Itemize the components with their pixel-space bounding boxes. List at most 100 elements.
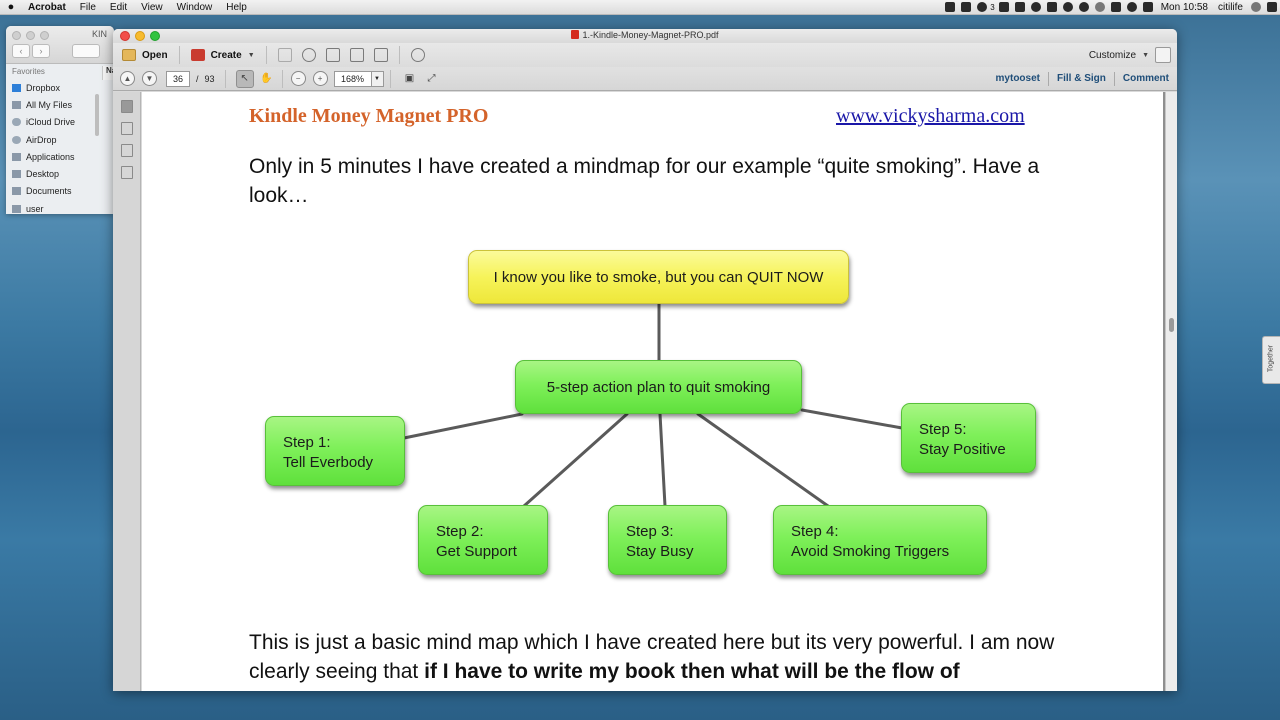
save-icon[interactable]	[277, 48, 292, 62]
tray-app-icon-5[interactable]	[1046, 2, 1057, 12]
document-header-title: Kindle Money Magnet PRO	[249, 105, 489, 127]
previous-page-button[interactable]: ▲	[120, 71, 135, 86]
menu-view[interactable]: View	[141, 1, 163, 13]
sidebar-item-icloud-drive[interactable]: iCloud Drive	[12, 114, 114, 131]
mindmap-center-node: 5-step action plan to quit smoking	[515, 360, 802, 414]
tray-app-icon-2[interactable]	[998, 2, 1009, 12]
vertical-scrollbar[interactable]	[1165, 92, 1177, 691]
cloud-upload-icon[interactable]	[301, 48, 316, 62]
sidebar-item-label: Dropbox	[26, 82, 61, 93]
connector-center-step4	[696, 412, 830, 508]
wifi-icon[interactable]	[1126, 2, 1137, 12]
tray-app-icon-6[interactable]	[1062, 2, 1073, 12]
tray-app-icon[interactable]	[945, 2, 956, 12]
bookmarks-icon[interactable]	[121, 122, 133, 135]
open-button[interactable]: Open	[117, 45, 173, 65]
email-icon[interactable]	[373, 48, 388, 62]
print-icon[interactable]	[325, 48, 340, 62]
zoom-out-button[interactable]: −	[290, 71, 306, 86]
sidebar-item-airdrop[interactable]: AirDrop	[12, 131, 114, 148]
apple-menu-icon[interactable]: ●	[7, 1, 15, 13]
menu-file[interactable]: File	[79, 1, 96, 13]
edit-icon[interactable]	[349, 48, 364, 62]
mindmap-step3-node: Step 3: Stay Busy	[608, 505, 727, 575]
finder-column-name[interactable]: Nar	[102, 66, 114, 80]
sync-icon[interactable]	[977, 2, 988, 12]
home-icon	[12, 204, 21, 213]
hand-tool-button[interactable]: ✋	[260, 73, 273, 84]
page-number-input[interactable]: 36	[166, 70, 190, 87]
page-thumbnails-icon[interactable]	[121, 100, 133, 113]
bluetooth-icon[interactable]	[1094, 2, 1105, 12]
fit-page-button[interactable]: ▣	[404, 73, 415, 84]
navigation-pane	[113, 92, 141, 691]
battery-icon[interactable]	[1142, 2, 1153, 12]
next-page-button[interactable]: ▼	[142, 71, 157, 86]
finder-window[interactable]: KIN ‹ › Nar Favorites Dropbox All My Fil…	[6, 26, 114, 214]
sidebar-item-dropbox[interactable]: Dropbox	[12, 79, 114, 96]
user-name[interactable]: citilife	[1217, 1, 1243, 13]
main-toolbar: Open Create▼ Customize▼	[113, 43, 1177, 67]
customize-button[interactable]: Customize▼	[1089, 50, 1149, 61]
zoom-dropdown[interactable]: ▼	[371, 70, 384, 87]
full-screen-button[interactable]: ⤢	[427, 73, 436, 84]
connector-center-step5	[800, 408, 904, 430]
time-machine-icon[interactable]	[1078, 2, 1089, 12]
finder-minimize-button[interactable]	[26, 31, 35, 40]
scrollbar-thumb[interactable]	[1169, 318, 1174, 332]
gear-icon[interactable]	[410, 48, 425, 62]
tray-app-icon-3[interactable]	[1014, 2, 1025, 12]
zoom-input[interactable]: 168%	[333, 70, 372, 87]
center-node-text: 5-step action plan to quit smoking	[546, 379, 771, 396]
zoom-in-button[interactable]: +	[312, 71, 328, 86]
finder-forward-button[interactable]: ›	[32, 44, 50, 58]
finder-scrollbar[interactable]	[95, 94, 99, 136]
chevron-down-icon: ▼	[247, 51, 255, 59]
signatures-icon[interactable]	[121, 166, 133, 179]
clock[interactable]: Mon 10:58	[1160, 1, 1208, 13]
right-panel-links: mytooset Fill & Sign Comment	[988, 71, 1177, 86]
sidebar-item-desktop[interactable]: Desktop	[12, 165, 114, 182]
sidebar-item-user[interactable]: user	[12, 200, 114, 214]
create-button[interactable]: Create▼	[186, 45, 260, 65]
document-viewer[interactable]: Kindle Money Magnet PRO www.vickysharma.…	[142, 92, 1165, 691]
finder-back-button[interactable]: ‹	[12, 44, 30, 58]
sidebar-item-label: iCloud Drive	[26, 117, 76, 128]
toolbar-separator	[265, 46, 267, 64]
fill-sign-link[interactable]: Fill & Sign	[1056, 73, 1106, 84]
together-side-tab[interactable]: Together	[1262, 336, 1280, 384]
tray-app-icon-4[interactable]	[1030, 2, 1041, 12]
sidebar-item-applications[interactable]: Applications	[12, 148, 114, 165]
close-button[interactable]	[120, 31, 130, 41]
mindmap-step5-node: Step 5: Stay Positive	[901, 403, 1036, 473]
comment-link[interactable]: Comment	[1122, 73, 1169, 84]
attachments-icon[interactable]	[121, 144, 133, 157]
applications-icon	[12, 152, 21, 161]
tools-link[interactable]: mytooset	[995, 73, 1040, 84]
sidebar-item-documents[interactable]: Documents	[12, 183, 114, 200]
finder-zoom-button[interactable]	[40, 31, 49, 40]
notification-center-icon[interactable]	[1267, 2, 1277, 12]
finder-close-button[interactable]	[12, 31, 21, 40]
window-titlebar: 1.-Kindle-Money-Magnet-PRO.pdf	[113, 29, 1177, 43]
menu-help[interactable]: Help	[226, 1, 247, 13]
together-label: Together	[1267, 344, 1275, 373]
expand-icon[interactable]	[1155, 47, 1171, 63]
zoom-button[interactable]	[150, 31, 160, 41]
step-text: Avoid Smoking Triggers	[791, 543, 950, 560]
sidebar-item-all-my-files[interactable]: All My Files	[12, 96, 114, 113]
minimize-button[interactable]	[135, 31, 145, 41]
step-label: Step 1:	[283, 434, 331, 451]
sidebar-item-label: Applications	[26, 151, 75, 162]
volume-icon[interactable]	[1110, 2, 1121, 12]
menu-edit[interactable]: Edit	[109, 1, 128, 13]
menu-app-acrobat[interactable]: Acrobat	[28, 1, 66, 13]
dropbox-icon[interactable]	[961, 2, 972, 12]
sidebar-item-label: All My Files	[26, 99, 73, 110]
select-tool-button[interactable]: ↖	[235, 69, 254, 88]
spotlight-icon[interactable]	[1251, 2, 1261, 12]
finder-view-buttons[interactable]	[72, 44, 100, 58]
menu-window[interactable]: Window	[176, 1, 213, 13]
document-header-url[interactable]: www.vickysharma.com	[836, 105, 1025, 127]
finder-nav-buttons: ‹ ›	[12, 44, 50, 58]
